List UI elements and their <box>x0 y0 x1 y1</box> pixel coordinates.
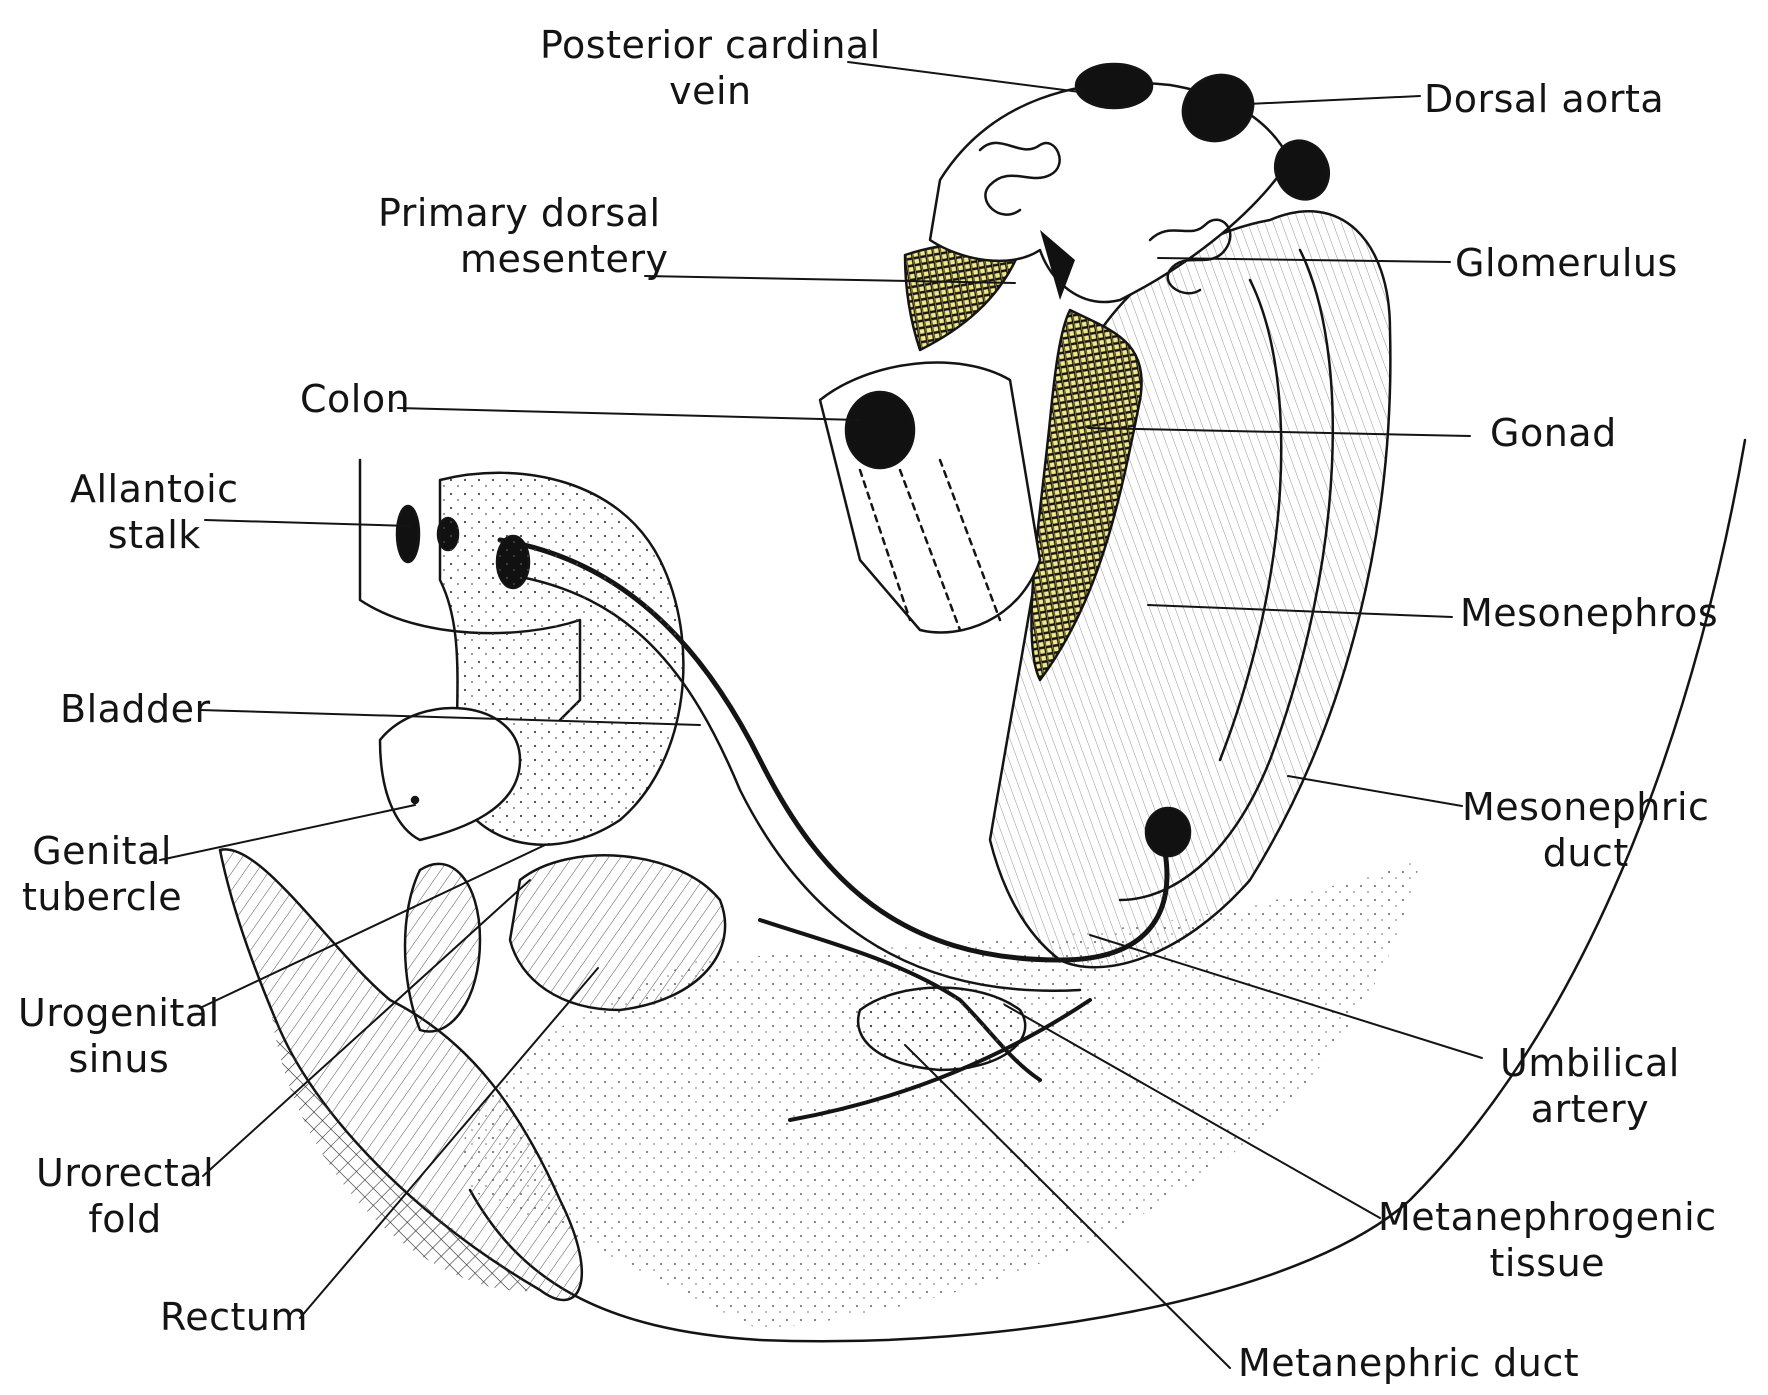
posterior-cardinal-vein-lumen <box>1076 64 1152 108</box>
label-metanephric-duct: Metanephric duct <box>1238 1340 1579 1386</box>
colon-lumen <box>846 392 914 468</box>
allantoic-left-lumen <box>397 506 419 562</box>
label-metanephrogenic-tissue: Metanephrogenic tissue <box>1378 1194 1717 1286</box>
label-dorsal-aorta: Dorsal aorta <box>1424 76 1664 122</box>
label-posterior-cardinal-vein: Posterior cardinal vein <box>540 22 881 114</box>
label-urorectal-fold: Urorectal fold <box>36 1150 214 1242</box>
leader-posterior-cardinal-vein <box>848 62 1080 92</box>
mesonephric-duct-lumen <box>1146 808 1190 856</box>
leader-dorsal-aorta <box>1248 96 1420 104</box>
label-glomerulus: Glomerulus <box>1455 240 1678 286</box>
label-bladder: Bladder <box>60 686 211 732</box>
label-umbilical-artery: Umbilical artery <box>1500 1040 1680 1132</box>
leader-colon <box>398 408 860 420</box>
label-gonad: Gonad <box>1490 410 1617 456</box>
leader-mesonephric-duct <box>1288 776 1462 806</box>
urogenital-sinus-shape <box>405 864 480 1032</box>
genital-tubercle-dot <box>412 797 418 803</box>
label-primary-dorsal-mesentery: Primary dorsal mesentery <box>370 190 669 282</box>
label-mesonephros: Mesonephros <box>1460 590 1718 636</box>
label-colon: Colon <box>300 376 410 422</box>
leader-genital-tubercle <box>160 805 415 860</box>
label-allantoic-stalk: Allantoic stalk <box>70 466 239 558</box>
label-rectum: Rectum <box>160 1294 308 1340</box>
label-mesonephric-duct: Mesonephric duct <box>1462 784 1709 876</box>
label-genital-tubercle: Genital tubercle <box>22 828 182 920</box>
colon-tube <box>820 363 1040 633</box>
label-urogenital-sinus: Urogenital sinus <box>18 990 220 1082</box>
